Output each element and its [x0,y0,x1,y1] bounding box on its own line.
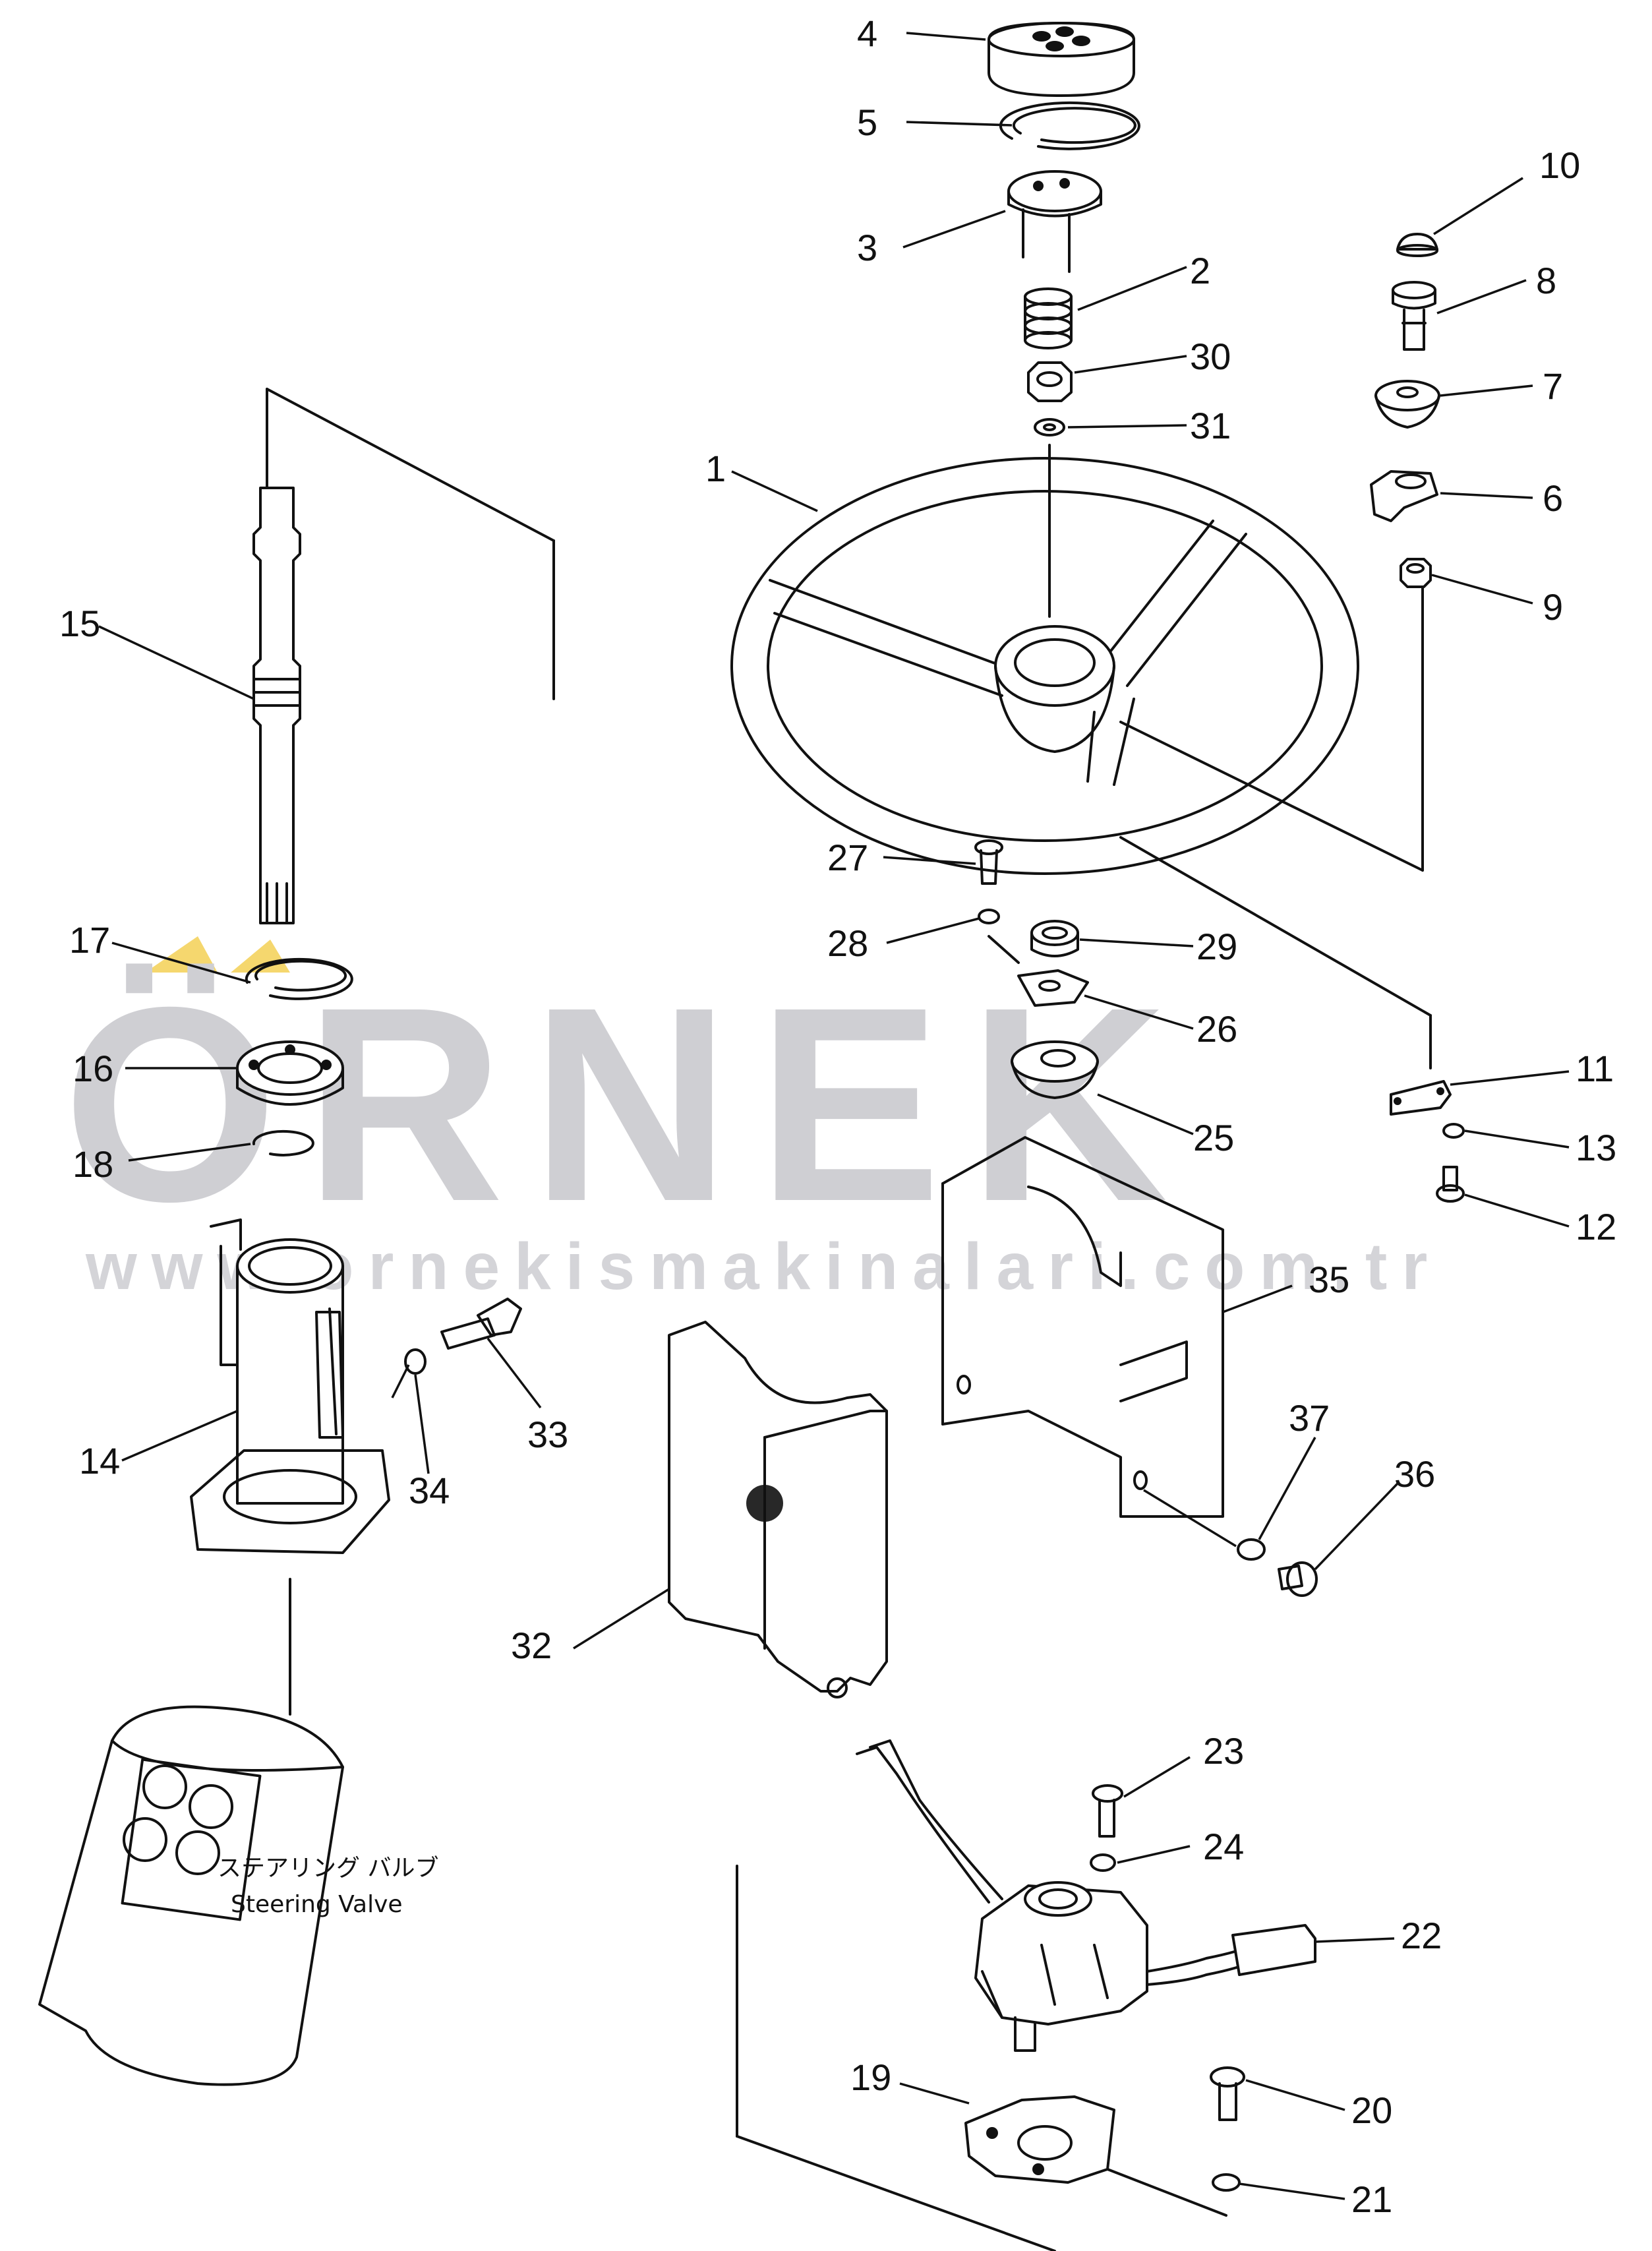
label-part-21: 21 [1351,2178,1392,2220]
screw-27 [974,839,1003,885]
label-part-11: 11 [1576,1048,1614,1089]
knob-cap-10 [1396,233,1438,257]
washer-28 [978,909,1000,924]
label-part-20: 20 [1351,2089,1392,2131]
part-number-labels: 4 5 3 2 30 31 1 10 8 7 6 9 15 17 16 18 1… [59,13,1616,2220]
bolt-33 [440,1298,522,1350]
flange-25 [1011,1040,1099,1099]
label-part-16: 16 [73,1048,113,1089]
knob-washer-7 [1374,380,1440,429]
column-housing [190,1218,390,1716]
washer-37 [1237,1538,1266,1561]
label-part-19: 19 [850,2056,891,2098]
steering-shaft [252,388,555,924]
label-part-27: 27 [827,837,868,878]
label-part-6: 6 [1543,477,1563,519]
steering-valve [38,1705,344,2086]
label-part-9: 9 [1543,586,1563,628]
snap-ring-5 [999,101,1140,150]
label-part-8: 8 [1536,260,1556,301]
washer-24 [1090,1853,1116,1872]
spring [1024,287,1073,349]
label-part-12: 12 [1576,1206,1616,1247]
knob-bolt-8 [1392,281,1436,351]
horn-cap [988,22,1135,97]
label-part-1: 1 [705,448,726,489]
label-part-34: 34 [409,1470,450,1511]
bolt-20 [1210,2066,1245,2121]
label-part-35: 35 [1309,1259,1349,1300]
label-part-22: 22 [1401,1915,1442,1956]
washer-21 [1212,2173,1241,2192]
screw-12 [1436,1166,1465,1203]
label-part-13: 13 [1576,1127,1616,1168]
label-part-5: 5 [857,102,877,143]
label-part-32: 32 [511,1625,552,1666]
label-part-30: 30 [1190,336,1231,377]
label-part-2: 2 [1190,250,1210,291]
label-part-18: 18 [73,1143,113,1185]
label-part-25: 25 [1193,1117,1234,1158]
column-cover-32 [668,1321,888,1698]
combination-switch-22 [856,1739,1316,2052]
leader-line-frame-right [1119,585,1432,1069]
label-part-15: 15 [59,603,100,644]
label-part-33: 33 [527,1414,568,1455]
valve-caption-english: Steering Valve [231,1891,403,1918]
label-part-28: 28 [827,922,868,964]
label-part-4: 4 [857,13,877,54]
valve-caption: ステアリング バルブ Steering Valve [218,1855,438,1918]
label-part-17: 17 [69,919,110,961]
knob-nut-9 [1400,558,1432,588]
label-part-26: 26 [1196,1008,1237,1050]
leader-lines [98,32,1570,2200]
screw-36 [1278,1561,1318,1597]
screw-23 [1092,1784,1123,1838]
knob-bracket-6 [1370,470,1438,522]
bracket-11 [1390,1080,1452,1116]
contact-plate [1007,170,1102,273]
nut-30 [1027,361,1073,402]
steering-wheel [730,444,1359,875]
label-part-14: 14 [79,1440,120,1482]
label-part-29: 29 [1196,926,1237,967]
label-part-7: 7 [1543,365,1563,407]
watermark-accent-left [145,936,218,973]
cover-bracket-35 [941,1136,1224,1518]
washer-31 [1034,418,1065,436]
valve-caption-japanese: ステアリング バルブ [218,1855,438,1882]
label-part-36: 36 [1394,1453,1435,1495]
mounting-plate-19 [736,1865,1227,2251]
label-part-31: 31 [1190,405,1231,446]
label-part-24: 24 [1203,1826,1244,1867]
label-part-37: 37 [1289,1397,1330,1439]
bushing-29 [1030,920,1079,957]
label-part-3: 3 [857,227,877,268]
label-part-23: 23 [1203,1730,1244,1772]
washer-13 [1442,1123,1465,1139]
watermark-brand: ÖRNEK [63,950,1195,1259]
label-part-10: 10 [1539,144,1580,186]
bearing-16 [236,1040,344,1106]
plate-26 [988,935,1089,1007]
washer-34 [404,1348,427,1375]
snap-ring-17 [245,957,353,1000]
snap-ring-18 [252,1129,314,1156]
